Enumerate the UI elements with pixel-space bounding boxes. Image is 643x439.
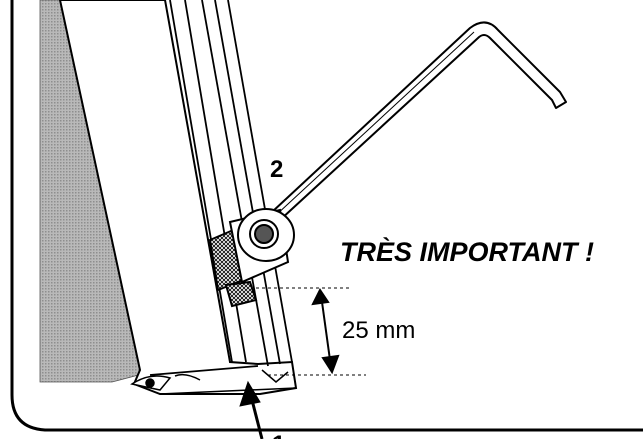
hex-key — [271, 21, 567, 221]
push-arrow — [239, 380, 264, 439]
step-1-label: 1 — [272, 431, 285, 439]
bottom-profile-detail — [130, 369, 297, 395]
dimension-arrow — [311, 288, 340, 375]
measurement-label: 25 mm — [342, 317, 415, 344]
frame-outline — [10, 0, 643, 432]
measurement-guides — [256, 287, 366, 376]
step-2-label: 2 — [270, 156, 283, 183]
set-screw-knob — [208, 208, 295, 308]
warning-label: TRÈS IMPORTANT ! — [340, 236, 594, 267]
